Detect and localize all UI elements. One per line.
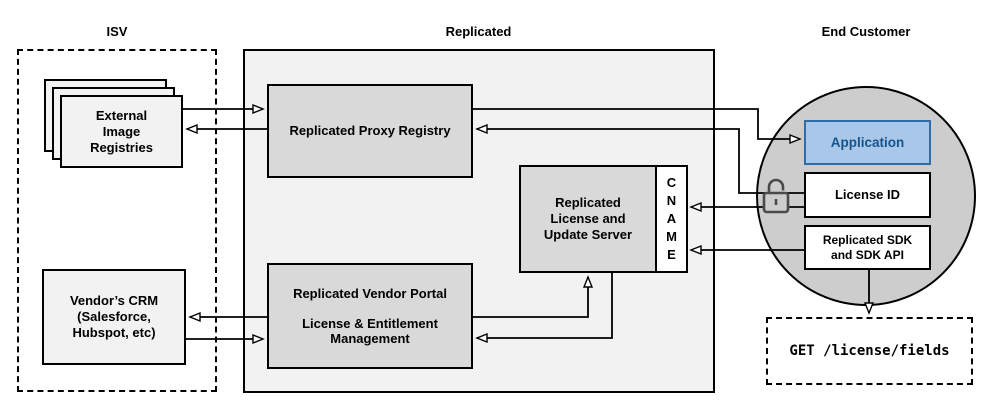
vendors-crm: Vendor’s CRM (Salesforce, Hubspot, etc) <box>42 269 186 365</box>
section-label-end-customer: End Customer <box>821 24 911 39</box>
edge-server-to-portal <box>477 273 613 338</box>
replicated-license-update-server: Replicated License and Update Server <box>519 165 657 273</box>
license-id: License ID <box>804 172 931 218</box>
section-label-isv: ISV <box>106 24 128 39</box>
edge-portal-to-server <box>473 277 588 318</box>
get-license-fields: GET /license/fields <box>766 317 973 385</box>
replicated-vendor-portal: Replicated Vendor Portal License & Entit… <box>267 263 473 369</box>
external-image-registries: External Image Registries <box>60 95 183 168</box>
section-label-replicated: Replicated <box>445 24 512 39</box>
isv-boundary <box>17 49 217 392</box>
cname: C N A M E <box>655 165 688 273</box>
replicated-sdk: Replicated SDK and SDK API <box>804 225 931 270</box>
replicated-proxy-registry: Replicated Proxy Registry <box>267 84 473 178</box>
open-padlock-icon <box>762 178 790 214</box>
application: Application <box>804 120 931 165</box>
edge-proxy-to-application <box>473 108 800 139</box>
